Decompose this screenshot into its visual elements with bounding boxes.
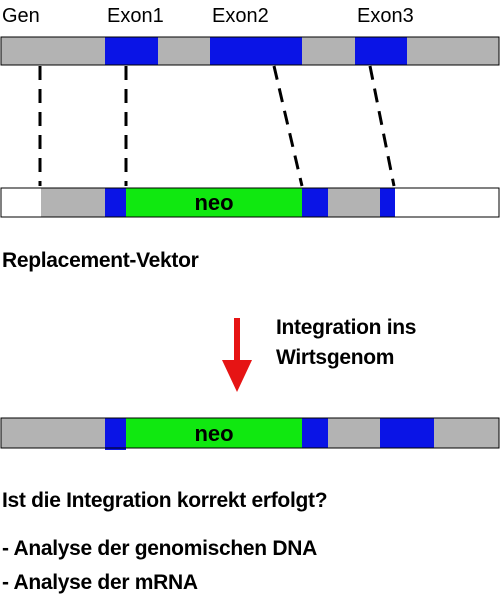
gene-bar-outline [0,36,500,66]
integrated-exon-segment-3 [380,418,434,448]
integrated-bar-outline [0,417,500,449]
replacement-vector-bar: neo [0,187,500,218]
integrated-neo-label: neo [194,421,233,446]
analysis-item-mrna: - Analyse der mRNA [2,571,198,594]
vector-exon-segment-3 [380,188,395,217]
vector-neo-cassette [126,188,302,217]
integration-label-line1: Integration ins [276,316,416,339]
exon2-label: Exon2 [212,5,269,27]
exon1-label: Exon1 [107,5,164,27]
homology-line-3 [272,65,304,187]
integrated-neo-cassette [126,418,302,448]
homology-lines [38,65,396,187]
homology-line-4 [368,65,396,187]
integration-label-line2: Wirtsgenom [276,346,394,369]
native-gene-bar [0,36,500,66]
gene-exon2-segment [210,37,302,65]
gene-exon1-segment [105,37,158,65]
integrated-exon-segment-2 [302,418,328,448]
integration-arrow-icon [222,318,252,392]
gene-exon3-segment [355,37,407,65]
integrated-exon-segment-1 [105,418,126,450]
vector-exon-segment-2 [302,188,328,217]
vector-exon-segment-1 [105,188,126,217]
vector-caption: Replacement-Vektor [2,249,199,272]
arrow-shaft [234,318,240,362]
vector-left-flank [1,188,41,217]
question-text: Ist die Integration korrekt erfolgt? [2,489,327,512]
vector-right-flank [395,188,499,217]
exon3-label: Exon3 [357,5,414,27]
vector-neo-label: neo [194,190,233,215]
arrow-head [222,360,252,392]
gen-label: Gen [2,5,40,27]
vector-intron-segment-2 [328,188,380,217]
vector-intron-segment-1 [41,188,105,217]
analysis-item-dna: - Analyse der genomischen DNA [2,537,317,560]
vector-bar-outline [0,187,500,218]
integrated-locus-bar: neo [0,417,500,450]
